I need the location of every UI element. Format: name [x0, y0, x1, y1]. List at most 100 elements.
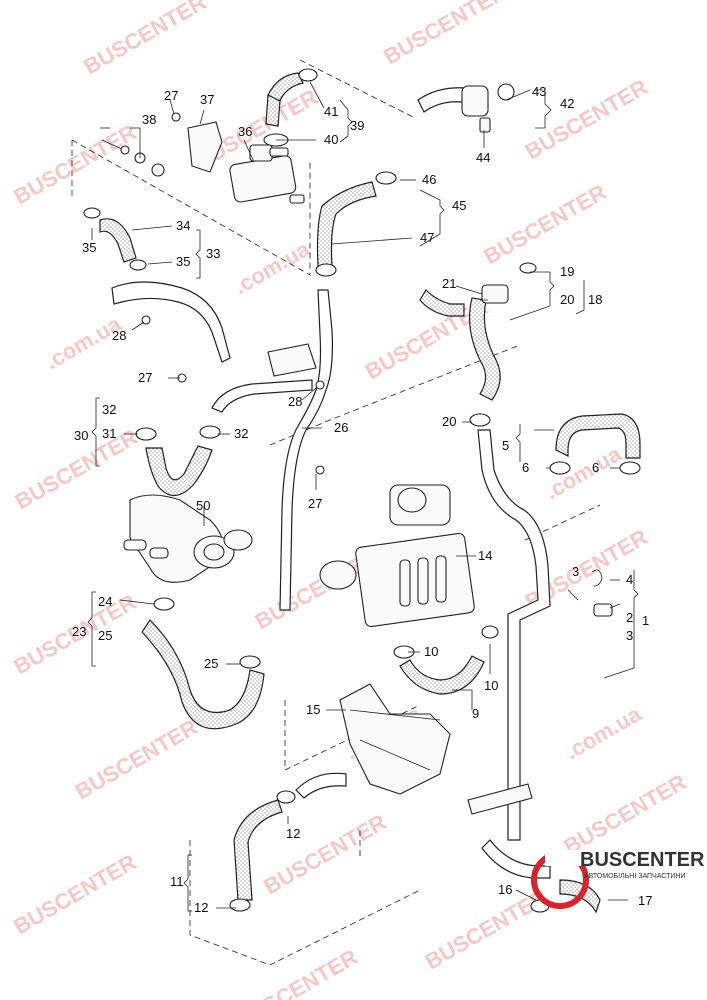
callout-18: 18 — [588, 292, 602, 307]
watermark-text: BUSCENTER — [231, 944, 362, 1000]
thermostat-housing-50 — [123, 494, 253, 583]
clamp-35-bottom — [129, 259, 147, 271]
hose-part-39 — [267, 72, 304, 104]
watermark-text: BUSCENTER — [379, 0, 510, 69]
hose-part-45 — [316, 181, 377, 267]
callout-28-right: 28 — [288, 394, 302, 409]
callout-28-left: 28 — [112, 328, 126, 343]
callout-25-left: 25 — [98, 628, 112, 643]
callout-11: 11 — [170, 874, 184, 889]
callout-10-left: 10 — [424, 644, 438, 659]
callout-27-top: 27 — [164, 88, 178, 103]
callout-23: 23 — [72, 624, 86, 639]
callout-40: 40 — [324, 132, 338, 147]
clamp-6-right — [619, 461, 641, 475]
callout-27-left: 27 — [138, 370, 152, 385]
callout-30: 30 — [74, 428, 88, 443]
hose-part-18 — [468, 297, 501, 401]
callout-10-right: 10 — [484, 678, 498, 693]
callout-43: 43 — [532, 84, 546, 99]
callout-3-bottom: 3 — [626, 628, 633, 643]
callout-3-top: 3 — [572, 564, 579, 579]
callout-21: 21 — [442, 276, 456, 291]
coolant-pipe-28 — [211, 379, 313, 413]
sensor-2 — [593, 603, 613, 617]
watermark-text: BUSCENTER — [9, 849, 140, 939]
callout-26: 26 — [334, 420, 348, 435]
pipe-bracket-1 — [467, 783, 533, 815]
bracket-37 — [187, 121, 223, 173]
callout-32-right: 32 — [234, 426, 248, 441]
hose-part-21 — [419, 289, 465, 317]
callout-47: 47 — [420, 230, 434, 245]
egr-cooler-14 — [319, 484, 475, 628]
coolant-pipe-26 — [279, 289, 333, 611]
buscenter-logo: BUSCENTER АВТОМОБІЛЬНІ ЗАПЧАСТИНИ — [531, 849, 705, 909]
callout-44: 44 — [476, 150, 490, 165]
clamp-12-top — [276, 790, 296, 804]
watermark-text: .com.ua — [561, 701, 646, 765]
aux-pump-36 — [229, 144, 305, 204]
coolant-pipe-1 — [477, 429, 551, 841]
assembly-frames — [71, 59, 601, 966]
callout-39: 39 — [350, 118, 364, 133]
watermark-text: BUSCENTER — [71, 714, 202, 804]
hose-part-39-lower — [265, 94, 281, 127]
callout-12-bottom: 12 — [194, 900, 208, 915]
callout-12-top: 12 — [286, 826, 300, 841]
callout-19: 19 — [560, 264, 574, 279]
clamp-47 — [315, 263, 337, 277]
callout-15: 15 — [306, 702, 320, 717]
hose-part-30 — [145, 445, 213, 497]
callout-4: 4 — [626, 572, 633, 587]
callout-20-top: 20 — [560, 292, 574, 307]
clamp-31 — [135, 427, 157, 441]
clamp-25 — [239, 655, 261, 669]
callout-37: 37 — [200, 92, 214, 107]
callout-2: 2 — [626, 610, 633, 625]
callout-32-left: 32 — [102, 402, 116, 417]
callout-27-right: 27 — [308, 496, 322, 511]
bracket-assembly-15 — [295, 683, 451, 799]
logo-subtitle: АВТОМОБІЛЬНІ ЗАПЧАСТИНИ — [584, 873, 685, 880]
callout-6-left: 6 — [522, 460, 529, 475]
watermark-text: .com.ua — [229, 236, 314, 300]
bolt-27-right — [315, 465, 325, 475]
clamp-12-bottom — [229, 898, 251, 912]
callout-6-right: 6 — [592, 460, 599, 475]
callout-20-bottom: 20 — [442, 414, 456, 429]
logo-title: BUSCENTER — [580, 849, 705, 871]
clip-4 — [591, 569, 603, 587]
callout-33: 33 — [206, 246, 220, 261]
hose-part-10 — [399, 655, 485, 695]
coolant-pipe-33 — [111, 281, 231, 363]
clamp-19 — [519, 262, 537, 274]
callout-50: 50 — [196, 498, 210, 513]
clamp-24 — [153, 597, 175, 611]
callout-34: 34 — [176, 218, 190, 233]
hose-part-16 — [481, 839, 551, 879]
callout-24: 24 — [98, 594, 112, 609]
callout-41: 41 — [324, 104, 338, 119]
bolt-28-right — [315, 380, 325, 390]
clamp-32 — [199, 425, 221, 439]
watermark-text: BUSCENTER — [79, 0, 210, 79]
callout-38: 38 — [142, 112, 156, 127]
hose-assembly-42 — [417, 83, 515, 133]
clamp-10-right — [481, 625, 499, 639]
hose-part-25 — [141, 619, 265, 730]
callout-17: 17 — [638, 893, 652, 908]
clamp-46 — [375, 171, 397, 185]
watermark-text: BUSCENTER — [559, 769, 690, 859]
callout-16: 16 — [498, 882, 512, 897]
callout-35-right: 35 — [176, 254, 190, 269]
callout-46: 46 — [422, 172, 436, 187]
callout-labels: 1 2 3 3 4 5 6 6 9 10 10 11 12 12 14 15 1… — [72, 84, 652, 915]
pipe-bracket-26 — [267, 343, 317, 377]
watermark-text: BUSCENTER — [479, 179, 610, 269]
callout-31: 31 — [102, 426, 116, 441]
callout-42: 42 — [560, 96, 574, 111]
clamp-35-top — [83, 207, 101, 219]
clamp-20 — [469, 413, 491, 427]
bolt-27-top — [171, 112, 181, 122]
